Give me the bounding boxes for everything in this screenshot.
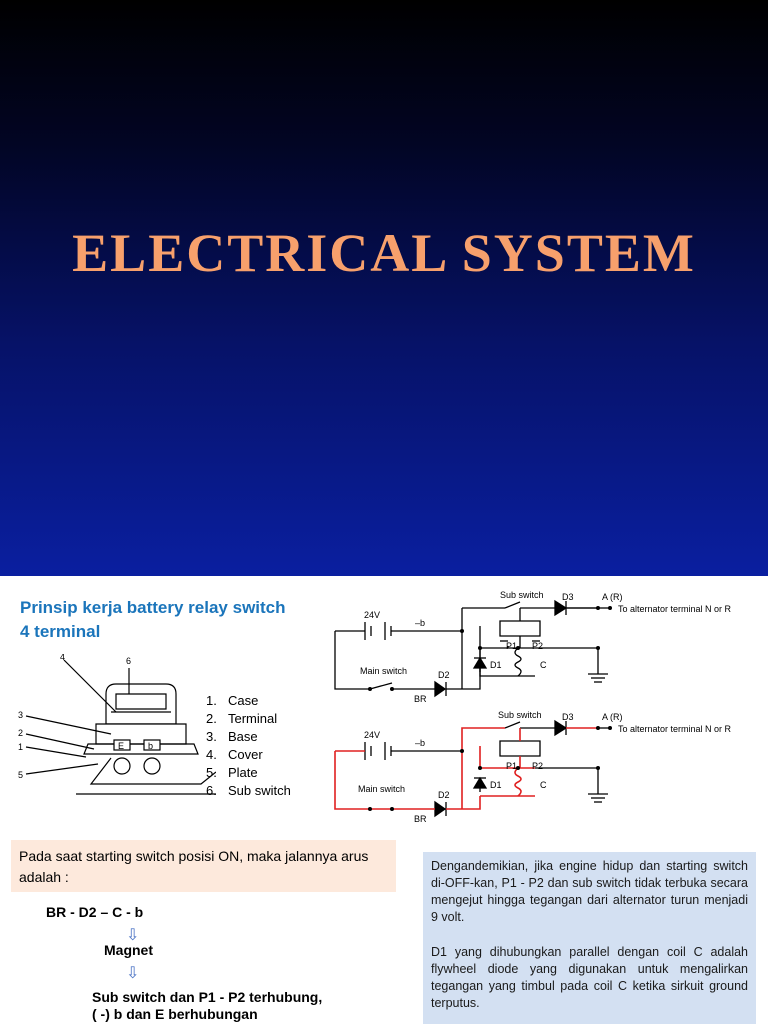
- parts-item: 2.Terminal: [206, 711, 278, 726]
- to-alternator-label: To alternator terminal N or R: [618, 724, 732, 734]
- explanation-paragraph-2: D1 yang dihubungkan parallel dengan coil…: [431, 945, 748, 1010]
- callout-1: 1: [18, 742, 23, 752]
- coil-c-label: C: [540, 660, 547, 670]
- main-switch-label: Main switch: [358, 784, 405, 794]
- terminal-b-label: b: [148, 741, 153, 751]
- sub-switch-label: Sub switch: [498, 710, 542, 720]
- d3-label: D3: [562, 592, 574, 602]
- p2-label: P2: [532, 641, 543, 651]
- parts-list: 1.Case 2.Terminal 3.Base 4.Cover 5.Plate…: [206, 692, 291, 800]
- p1-label: P1: [506, 761, 517, 771]
- circuit-diagram-on: Sub switch D3 A (R) To alternator termin…: [334, 710, 732, 824]
- d3-label: D3: [562, 712, 574, 722]
- starting-switch-text: Pada saat starting switch posisi ON, mak…: [19, 848, 369, 885]
- callout-3: 3: [18, 710, 23, 720]
- coil-c-label: C: [540, 780, 547, 790]
- callout-5: 5: [18, 770, 23, 780]
- d2-label: D2: [438, 790, 450, 800]
- title-slide: ELECTRICAL SYSTEM: [0, 0, 768, 576]
- heading-line-1: Prinsip kerja battery relay switch: [20, 598, 286, 617]
- d1-label: D1: [490, 660, 502, 670]
- parts-item: 4.Cover: [206, 747, 263, 762]
- flow-step-4: ( -) b dan E berhubungan: [92, 1006, 258, 1022]
- parts-item: 6.Sub switch: [206, 783, 291, 798]
- slide-title: ELECTRICAL SYSTEM: [72, 223, 696, 283]
- br-label: BR: [414, 814, 427, 824]
- content-slide: Prinsip kerja battery relay switch 4 ter…: [0, 576, 768, 1024]
- ar-label: A (R): [602, 712, 623, 722]
- p1-label: P1: [506, 641, 517, 651]
- minus-b-label: –b: [415, 738, 425, 748]
- minus-b-label: –b: [415, 618, 425, 628]
- circuit-diagram-off: Sub switch D3 A (R) To alternator termin…: [334, 590, 732, 704]
- d2-label: D2: [438, 670, 450, 680]
- d1-label: D1: [490, 780, 502, 790]
- slide-heading: Prinsip kerja battery relay switch 4 ter…: [20, 596, 340, 644]
- flow-step-2: Magnet: [104, 942, 153, 958]
- down-arrow-icon: ⇩: [126, 927, 140, 944]
- down-arrow-icon: ⇩: [126, 965, 140, 982]
- explanation-paragraph-1: Dengandemikian, jika engine hidup dan st…: [431, 859, 748, 924]
- voltage-label: 24V: [364, 730, 380, 740]
- main-switch-label: Main switch: [360, 666, 407, 676]
- callout-4: 4: [60, 654, 65, 662]
- explanation-box: Dengandemikian, jika engine hidup dan st…: [423, 852, 756, 1024]
- relay-switch-drawing: 4 6 3 2 1 5 E b: [18, 654, 216, 795]
- voltage-label: 24V: [364, 610, 380, 620]
- heading-line-2: 4 terminal: [20, 622, 101, 641]
- callout-2: 2: [18, 728, 23, 738]
- p2-label: P2: [532, 761, 543, 771]
- ar-label: A (R): [602, 592, 623, 602]
- parts-item: 5.Plate: [206, 765, 258, 780]
- parts-item: 3.Base: [206, 729, 258, 744]
- sub-switch-label: Sub switch: [500, 590, 544, 600]
- parts-item: 1.Case: [206, 693, 259, 708]
- flow-step-3: Sub switch dan P1 - P2 terhubung,: [92, 989, 323, 1005]
- to-alternator-label: To alternator terminal N or R: [618, 604, 732, 614]
- starting-switch-box: Pada saat starting switch posisi ON, mak…: [11, 840, 396, 892]
- br-label: BR: [414, 694, 427, 704]
- callout-6: 6: [126, 656, 131, 666]
- flow-step-1: BR - D2 – C - b: [46, 904, 144, 920]
- terminal-e-label: E: [118, 741, 124, 751]
